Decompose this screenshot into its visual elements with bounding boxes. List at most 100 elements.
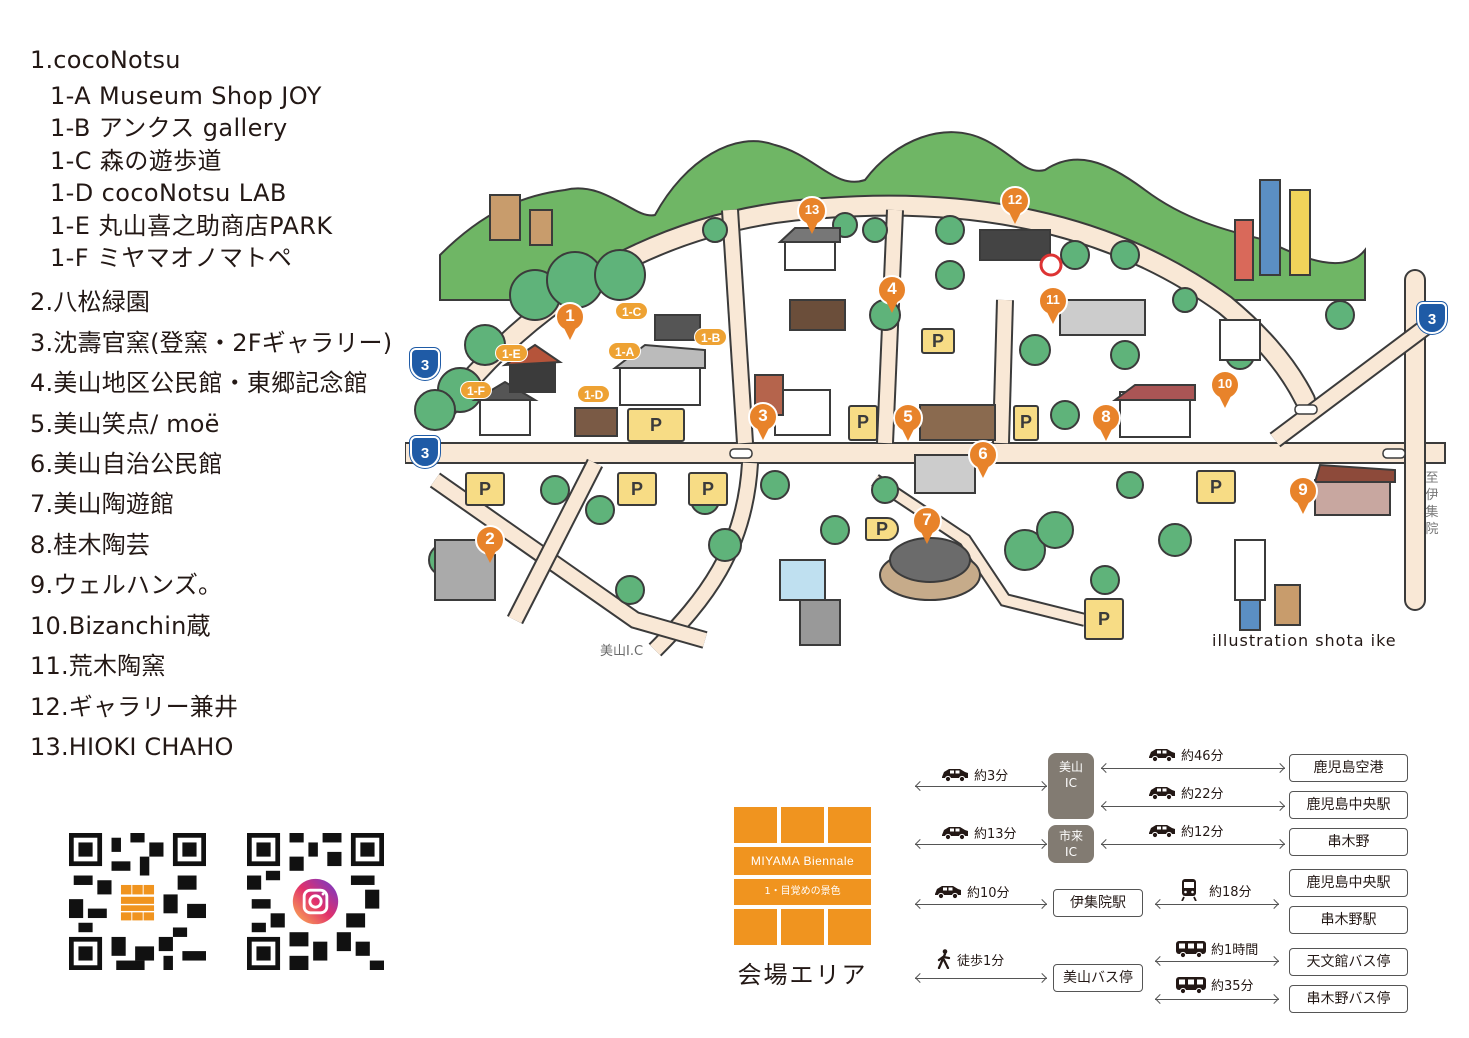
sub-venue-tag-1c[interactable]: 1-C bbox=[615, 302, 649, 320]
parking-icon: P bbox=[627, 408, 685, 442]
miyama-biennale-logo: MIYAMA Biennale 1・目覚めの景色 会場エリア bbox=[734, 807, 871, 990]
route-bus-35min: 約35分 bbox=[1175, 975, 1254, 994]
legend-item-8: 8.桂木陶芸 bbox=[30, 530, 151, 559]
arrow bbox=[1101, 844, 1285, 845]
route-walk-1min: 徒歩1分 bbox=[937, 949, 1004, 969]
legend-item-1b: 1-B アンクス gallery bbox=[50, 114, 288, 143]
parking-icon: P bbox=[1196, 470, 1236, 504]
legend-item-5: 5.美山笑点/ moë bbox=[30, 409, 220, 438]
route-car-46min: 約46分 bbox=[1147, 745, 1224, 764]
route3-sign-icon: 3 bbox=[410, 348, 440, 380]
parking-icon: P bbox=[1084, 598, 1124, 640]
website-qr-code[interactable] bbox=[69, 833, 206, 970]
legend-item-1d: 1-D cocoNotsu LAB bbox=[50, 179, 287, 208]
venue-pin-8[interactable]: 8 bbox=[1091, 403, 1121, 443]
legend-subitems-1: 1-A Museum Shop JOY 1-B アンクス gallery 1-C… bbox=[30, 80, 410, 274]
venue-pin-11[interactable]: 11 bbox=[1038, 286, 1068, 326]
ichiki-ic-node: 市来 IC bbox=[1048, 825, 1094, 863]
instagram-qr-code[interactable] bbox=[247, 833, 384, 970]
venue-legend: 1.cocoNotsu 1-A Museum Shop JOY 1-B アンクス… bbox=[30, 42, 410, 767]
logo-title: MIYAMA Biennale bbox=[734, 847, 871, 875]
route-train-18min: 約18分 bbox=[1181, 879, 1252, 901]
legend-item-3: 3.沈壽官窯(登窯・2Fギャラリー) bbox=[30, 328, 393, 357]
legend-item-11: 11.荒木陶窯 bbox=[30, 652, 166, 681]
access-chart: 約3分 美山 IC 約46分 鹿児島空港 約22分 鹿児島中央駅 約13分 市来… bbox=[905, 745, 1425, 1025]
legend-item-7: 7.美山陶遊館 bbox=[30, 490, 175, 519]
arrow bbox=[1101, 768, 1285, 769]
no-car-sign-icon bbox=[1039, 253, 1063, 277]
legend-item-10: 10.Bizanchin蔵 bbox=[30, 611, 211, 640]
venue-pin-7[interactable]: 7 bbox=[912, 506, 942, 546]
venue-pin-13[interactable]: 13 bbox=[797, 196, 827, 236]
family-illustration bbox=[1234, 179, 1311, 281]
arrow bbox=[1155, 904, 1279, 905]
station-ijuin: 伊集院駅 bbox=[1053, 889, 1143, 917]
car-icon bbox=[940, 825, 970, 840]
route-car-3min: 約3分 bbox=[940, 765, 1008, 784]
direction-label: 至伊集院 bbox=[1425, 471, 1439, 537]
logo-subtitle: 1・目覚めの景色 bbox=[734, 879, 871, 905]
legend-item-2: 2.八松緑園 bbox=[30, 288, 151, 317]
parking-icon: P bbox=[848, 405, 878, 441]
legend-item-12: 12.ギャラリー兼井 bbox=[30, 692, 239, 721]
miyama-ic-node: 美山 IC bbox=[1048, 753, 1094, 819]
venue-pin-3[interactable]: 3 bbox=[748, 402, 778, 442]
parking-icon: P bbox=[1013, 405, 1039, 441]
potter-illustration bbox=[779, 559, 841, 646]
car-icon bbox=[1147, 747, 1177, 762]
venue-pin-2[interactable]: 2 bbox=[475, 525, 505, 565]
miyama-ic-label: 美山I.C bbox=[600, 644, 644, 659]
legend-item-9: 9.ウェルハンズ。 bbox=[30, 571, 223, 600]
arrow bbox=[915, 786, 1047, 787]
arrow bbox=[915, 844, 1047, 845]
destination-kagoshima-chuo: 鹿児島中央駅 bbox=[1289, 791, 1408, 819]
venue-pin-12[interactable]: 12 bbox=[1000, 186, 1030, 226]
venue-pin-6[interactable]: 6 bbox=[968, 440, 998, 480]
arrow bbox=[1155, 999, 1279, 1000]
deer-illustration bbox=[489, 194, 553, 246]
traffic-lights bbox=[729, 404, 1406, 459]
parking-icon: P bbox=[465, 472, 505, 506]
legend-item-4: 4.美山地区公民館・東郷記念館 bbox=[30, 369, 368, 398]
arrow bbox=[915, 978, 1047, 979]
sub-venue-tag-1d[interactable]: 1-D bbox=[577, 385, 611, 403]
route3-sign-icon: 3 bbox=[410, 436, 440, 468]
legend-item-13: 13.HIOKI CHAHO bbox=[30, 732, 234, 761]
sub-venue-tag-1f[interactable]: 1-F bbox=[460, 381, 492, 399]
illustrated-map: 1 2 3 4 5 6 7 8 9 10 11 12 13 1-A 1-B 1-… bbox=[404, 100, 1469, 670]
farmer-and-dog-illustration bbox=[1234, 539, 1301, 631]
venue-pin-1[interactable]: 1 bbox=[555, 302, 585, 342]
parking-icon: P bbox=[688, 472, 728, 506]
route3-sign-icon: 3 bbox=[1417, 302, 1447, 334]
map-artwork bbox=[404, 131, 1446, 670]
legend-item-6: 6.美山自治公民館 bbox=[30, 450, 223, 479]
sub-venue-tag-1a[interactable]: 1-A bbox=[608, 342, 642, 360]
sub-venue-tag-1b[interactable]: 1-B bbox=[694, 328, 728, 346]
destination-kushikino-bus-stop: 串木野バス停 bbox=[1289, 985, 1408, 1013]
venue-pin-5[interactable]: 5 bbox=[893, 403, 923, 443]
arrow bbox=[1155, 961, 1279, 962]
venue-pin-10[interactable]: 10 bbox=[1210, 370, 1240, 410]
destination-kagoshima-chuo-station: 鹿児島中央駅 bbox=[1289, 869, 1408, 897]
car-icon bbox=[1147, 823, 1177, 838]
legend-item-1: 1.cocoNotsu bbox=[30, 46, 181, 74]
bus-stop-miyama: 美山バス停 bbox=[1053, 964, 1143, 992]
illustration-credit: illustration shota ike bbox=[1212, 631, 1397, 650]
car-icon bbox=[1147, 785, 1177, 800]
legend-item-1f: 1-F ミヤマオノマトペ bbox=[50, 244, 293, 273]
venue-pin-9[interactable]: 9 bbox=[1288, 476, 1318, 516]
sub-venue-tag-1e[interactable]: 1-E bbox=[495, 344, 528, 362]
walking-person-icon bbox=[937, 949, 953, 969]
biennale-logo-icon bbox=[120, 884, 155, 921]
venue-pin-4[interactable]: 4 bbox=[877, 275, 907, 315]
car-icon bbox=[933, 884, 963, 899]
route-car-13min: 約13分 bbox=[940, 823, 1017, 842]
arrow bbox=[1101, 806, 1285, 807]
train-icon bbox=[1181, 879, 1197, 901]
parking-icon: P bbox=[921, 328, 955, 354]
bus-icon bbox=[1175, 976, 1207, 994]
legend-item-1e: 1-E 丸山喜之助商店PARK bbox=[50, 211, 333, 240]
logo-bottom-blocks bbox=[734, 909, 871, 945]
logo-top-blocks bbox=[734, 807, 871, 843]
bus-icon bbox=[1175, 940, 1207, 958]
